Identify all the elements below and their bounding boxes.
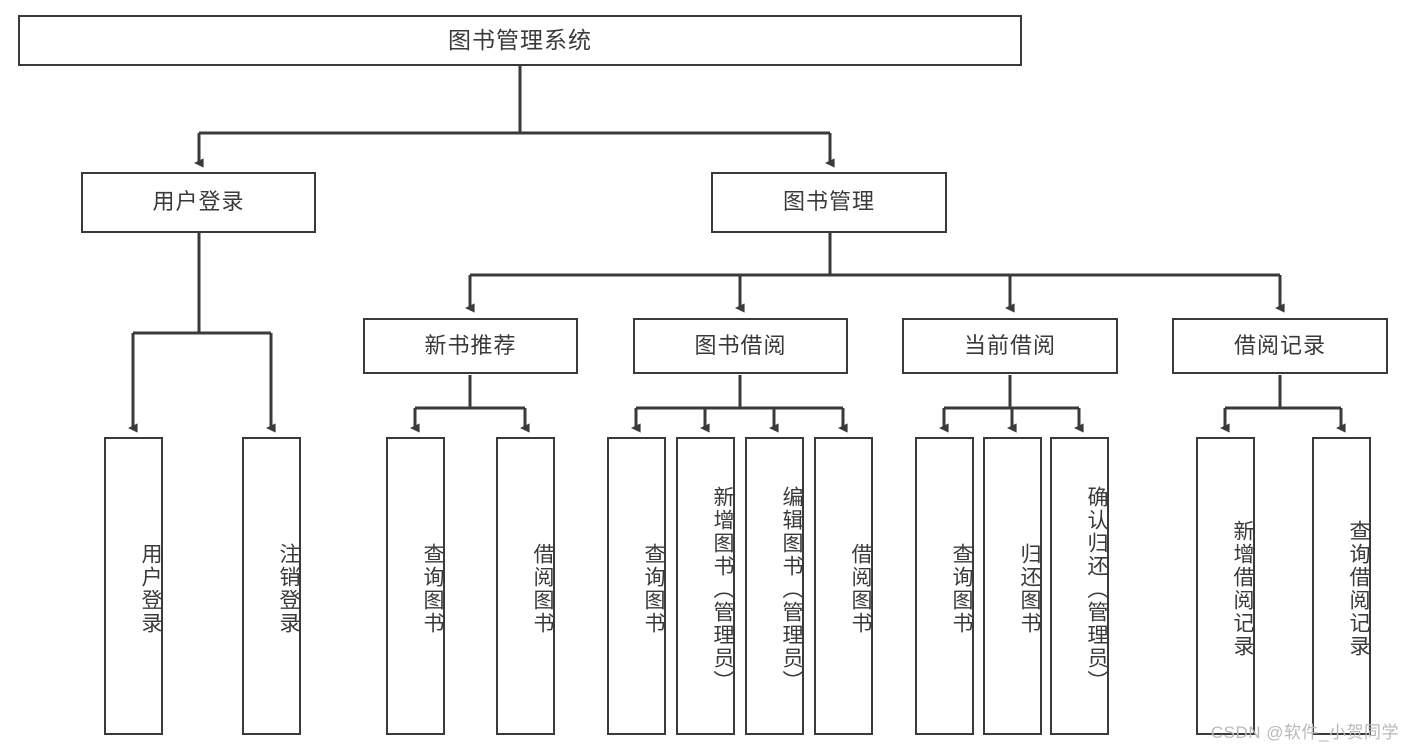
node-label: 注销登录 (277, 543, 300, 635)
node-label: 用户登录 (139, 543, 162, 635)
node-label: 确认归还（管理员） (1085, 485, 1108, 693)
leaf-confirm-return-admin[interactable]: 确认归还（管理员） (1050, 437, 1109, 735)
node-current-borrowing[interactable]: 当前借阅 (902, 318, 1118, 374)
node-root-book-management-system[interactable]: 图书管理系统 (18, 15, 1022, 66)
node-borrow-records[interactable]: 借阅记录 (1172, 318, 1388, 374)
leaf-query-books-current[interactable]: 查询图书 (915, 437, 974, 735)
node-label: 查询图书 (421, 543, 444, 635)
node-label: 查询借阅记录 (1347, 520, 1370, 658)
node-label: 归还图书 (1018, 543, 1041, 635)
node-label: 借阅图书 (531, 543, 554, 635)
node-label: 查询图书 (642, 543, 665, 635)
node-label: 图书管理 (782, 189, 875, 215)
leaf-edit-book-admin[interactable]: 编辑图书（管理员） (745, 437, 804, 735)
node-label: 新书推荐 (424, 332, 517, 358)
node-label: 用户登录 (152, 189, 245, 215)
leaf-logout[interactable]: 注销登录 (242, 437, 301, 735)
node-label: 图书借阅 (694, 332, 787, 358)
node-label: 查询图书 (950, 543, 973, 635)
node-label: 当前借阅 (963, 332, 1056, 358)
leaf-add-borrow-record[interactable]: 新增借阅记录 (1196, 437, 1255, 735)
leaf-borrow-books-new[interactable]: 借阅图书 (496, 437, 555, 735)
node-label: 新增图书（管理员） (711, 485, 734, 693)
leaf-query-books-borrow[interactable]: 查询图书 (607, 437, 666, 735)
node-book-borrowing[interactable]: 图书借阅 (633, 318, 848, 374)
node-new-book-recommendation[interactable]: 新书推荐 (363, 318, 578, 374)
node-label: 借阅记录 (1233, 332, 1326, 358)
leaf-user-login[interactable]: 用户登录 (104, 437, 163, 735)
node-label: 借阅图书 (849, 543, 872, 635)
csdn-watermark: CSDN @软件_小贺同学 (1210, 723, 1399, 742)
node-label: 编辑图书（管理员） (780, 485, 803, 693)
node-label: 图书管理系统 (448, 26, 592, 53)
node-label: 新增借阅记录 (1231, 520, 1254, 658)
leaf-add-book-admin[interactable]: 新增图书（管理员） (676, 437, 735, 735)
leaf-return-books[interactable]: 归还图书 (983, 437, 1042, 735)
node-book-management[interactable]: 图书管理 (711, 172, 947, 233)
node-user-login[interactable]: 用户登录 (81, 172, 316, 233)
leaf-query-books-new[interactable]: 查询图书 (386, 437, 445, 735)
leaf-borrow-books[interactable]: 借阅图书 (814, 437, 873, 735)
leaf-query-borrow-record[interactable]: 查询借阅记录 (1312, 437, 1371, 735)
